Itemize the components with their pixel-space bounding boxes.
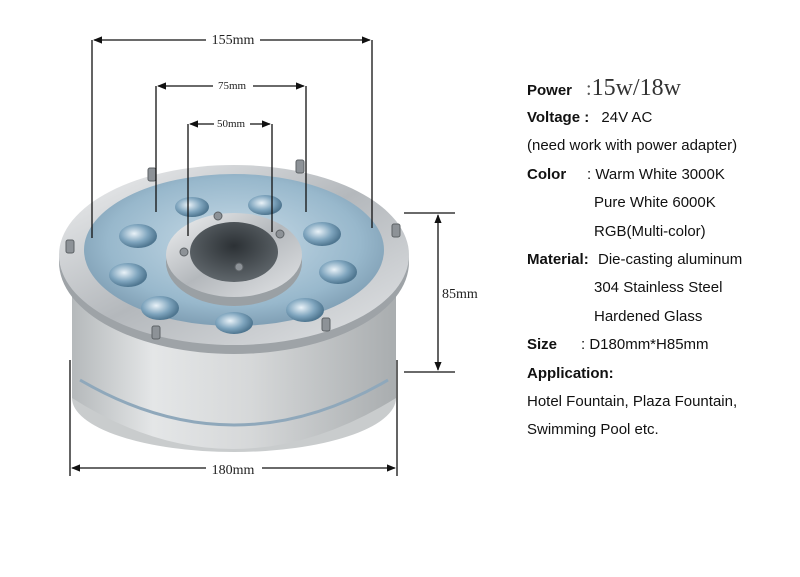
color-value-pure: Pure White 6000K [594,194,716,212]
dim-label-180: 180mm [212,463,255,478]
material-label: Material: [527,250,589,268]
dim-label-75: 75mm [218,80,247,92]
color-label: Color [527,165,567,183]
application-value-2: Swimming Pool etc. [527,421,659,439]
spec-voltage-note: (need work with power adapter) [527,132,797,160]
spec-material-3: Hardened Glass [527,303,797,331]
dim-label-155: 155mm [212,33,255,48]
spec-color-2: Pure White 6000K [527,189,797,217]
power-separator: : [586,78,592,100]
center-collar [166,213,302,306]
spec-application: Application: [527,360,797,388]
power-value: 15w/18w [591,75,681,101]
dim-label-85: 85mm [442,287,478,302]
dim-label-50: 50mm [217,118,246,130]
spec-color-3: RGB(Multi-color) [527,218,797,246]
screws [65,159,401,340]
spec-application-2: Swimming Pool etc. [527,416,797,444]
spec-voltage: Voltage : 24V AC [527,104,797,132]
size-value: : D180mm*H85mm [581,336,709,354]
size-label: Size [527,336,558,354]
spec-color: Color : Warm White 3000K [527,161,797,189]
application-value-1: Hotel Fountain, Plaza Fountain, [527,392,738,410]
voltage-note: (need work with power adapter) [527,137,738,155]
power-label: Power [527,82,573,99]
color-value-warm: : Warm White 3000K [587,165,725,183]
spec-application-1: Hotel Fountain, Plaza Fountain, [527,388,797,416]
spec-size: Size : D180mm*H85mm [527,331,797,359]
dimension-lines [69,36,455,476]
spec-power: Power:15w/18w [527,72,797,104]
application-label: Application: [527,364,614,382]
spec-list: Power:15w/18w Voltage : 24V AC (need wor… [527,72,797,445]
led-lenses [109,195,357,334]
spec-material-2: 304 Stainless Steel [527,274,797,302]
material-value-1: Die-casting aluminum [598,250,743,268]
voltage-label: Voltage : [527,109,590,126]
material-value-2: 304 Stainless Steel [594,279,723,297]
color-value-rgb: RGB(Multi-color) [594,222,706,240]
voltage-value: 24V AC [601,109,653,126]
material-value-3: Hardened Glass [594,307,703,325]
spec-material: Material: Die-casting aluminum [527,246,797,274]
